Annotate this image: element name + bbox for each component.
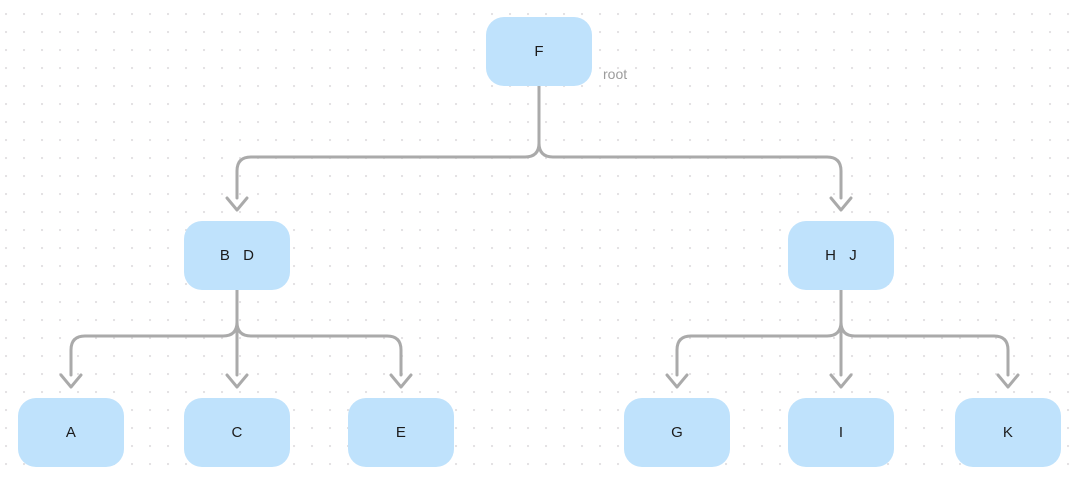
edge-F-BD xyxy=(235,84,541,200)
edge-HJ-G xyxy=(675,288,843,377)
edge-BD-A xyxy=(69,288,239,377)
tree-node-A[interactable]: A xyxy=(18,398,124,467)
root-annotation-label: root xyxy=(603,66,628,82)
edge-HJ-K xyxy=(839,288,1010,377)
tree-node-label-HJ: H J xyxy=(825,247,857,264)
edge-BD-E xyxy=(235,288,403,377)
tree-node-label-G: G xyxy=(671,424,683,441)
tree-node-HJ[interactable]: H J xyxy=(788,221,894,290)
arrowhead-BD xyxy=(225,196,249,212)
arrowhead-K xyxy=(996,373,1020,389)
tree-node-label-F: F xyxy=(534,43,544,60)
tree-node-label-BD: B D xyxy=(219,247,255,264)
arrowhead-C xyxy=(225,373,249,389)
tree-node-F[interactable]: F xyxy=(486,17,592,86)
tree-node-E[interactable]: E xyxy=(348,398,454,467)
tree-node-I[interactable]: I xyxy=(788,398,894,467)
arrowhead-I xyxy=(829,373,853,389)
tree-node-C[interactable]: C xyxy=(184,398,290,467)
tree-node-label-A: A xyxy=(65,424,77,441)
tree-node-BD[interactable]: B D xyxy=(184,221,290,290)
arrowhead-G xyxy=(665,373,689,389)
tree-node-G[interactable]: G xyxy=(624,398,730,467)
tree-node-label-C: C xyxy=(231,424,243,441)
arrowhead-HJ xyxy=(829,196,853,212)
tree-node-K[interactable]: K xyxy=(955,398,1061,467)
arrowhead-A xyxy=(59,373,83,389)
tree-node-label-K: K xyxy=(1002,424,1014,441)
tree-node-label-E: E xyxy=(395,424,407,441)
arrowhead-E xyxy=(389,373,413,389)
tree-node-label-I: I xyxy=(838,424,844,441)
edge-F-HJ xyxy=(537,84,843,200)
